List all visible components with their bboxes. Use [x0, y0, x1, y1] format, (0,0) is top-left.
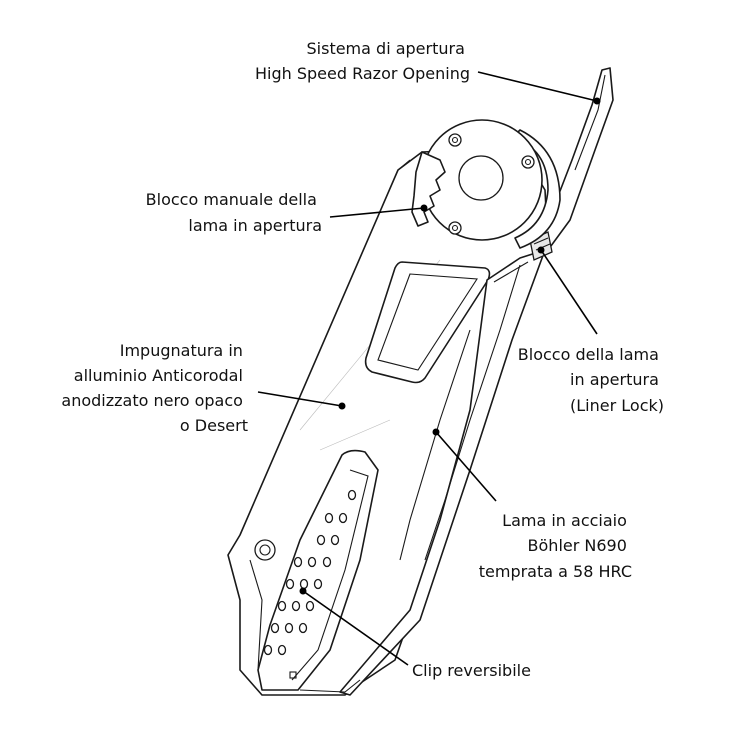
pivot-side — [511, 129, 561, 249]
leader-handle — [257, 391, 343, 407]
knife-illustration — [227, 67, 614, 696]
leader-lines — [257, 71, 601, 666]
label-manual-block: Blocco manuale della lama in apertura — [146, 190, 322, 235]
pivot-screw — [458, 155, 504, 201]
disc-screw-2 — [521, 155, 535, 169]
leader-manual-block — [329, 207, 425, 218]
leader-clip — [302, 590, 409, 666]
clip-holes — [263, 489, 357, 656]
label-liner-lock: Blocco della lama in apertura (Liner Loc… — [518, 345, 664, 415]
label-handle: Impugnatura in alluminio Anticorodal ano… — [61, 341, 248, 435]
label-opening-system: Sistema di apertura High Speed Razor Ope… — [255, 39, 470, 83]
manual-lock-serration — [411, 151, 446, 227]
leader-liner-lock — [540, 249, 598, 335]
disc-screw-1 — [448, 133, 462, 147]
handle-cutout — [364, 261, 491, 384]
label-clip: Clip reversibile — [412, 661, 531, 680]
disc-screw-3 — [448, 221, 462, 235]
handle-screw — [254, 539, 276, 561]
label-blade: Lama in acciaio Böhler N690 temprata a 5… — [479, 511, 632, 581]
labels: Sistema di apertura High Speed Razor Ope… — [61, 39, 664, 680]
leader-blade — [435, 431, 497, 502]
leader-opening-system — [477, 71, 598, 102]
